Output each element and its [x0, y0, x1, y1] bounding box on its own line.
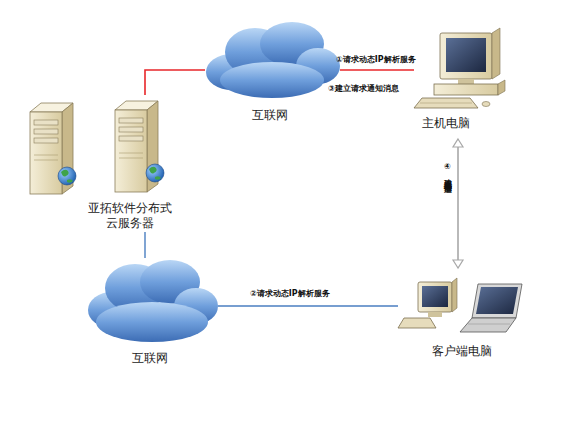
connector-line	[340, 70, 414, 71]
node-label: 主机电脑	[416, 116, 476, 131]
connector-line	[145, 232, 146, 258]
node-label: 客户端电脑	[422, 344, 502, 359]
laptop-icon	[460, 284, 522, 332]
cloud-shape	[206, 22, 340, 98]
connector-line	[145, 70, 205, 95]
internet-cloud: 互联网	[88, 258, 218, 368]
host-computer: 主机电脑	[414, 25, 508, 135]
edge-label: ②请求动态IP解析服务	[250, 289, 330, 299]
connector-line	[453, 139, 463, 268]
edge-label: ①请求动态IP解析服务	[336, 55, 416, 65]
desktop-computer-icon	[414, 28, 505, 108]
server-icon	[115, 101, 164, 192]
node-label: 互联网	[120, 351, 180, 366]
internet-cloud: 互联网	[205, 25, 340, 125]
node-label: 互联网	[240, 108, 300, 123]
desktop-computer-icon	[398, 278, 457, 328]
message-label: ③建立请求通知消息	[328, 84, 399, 94]
cloud-shape	[88, 260, 218, 342]
client-computer: 客户端电脑	[398, 268, 528, 360]
node-label: 亚拓软件分布式 云服务器	[87, 201, 173, 231]
server-group: 亚拓软件分布式 云服务器	[20, 95, 170, 232]
edge-label: ④建立专属通信信道	[442, 162, 452, 180]
server-icon	[30, 103, 76, 194]
connector-line	[218, 306, 398, 307]
